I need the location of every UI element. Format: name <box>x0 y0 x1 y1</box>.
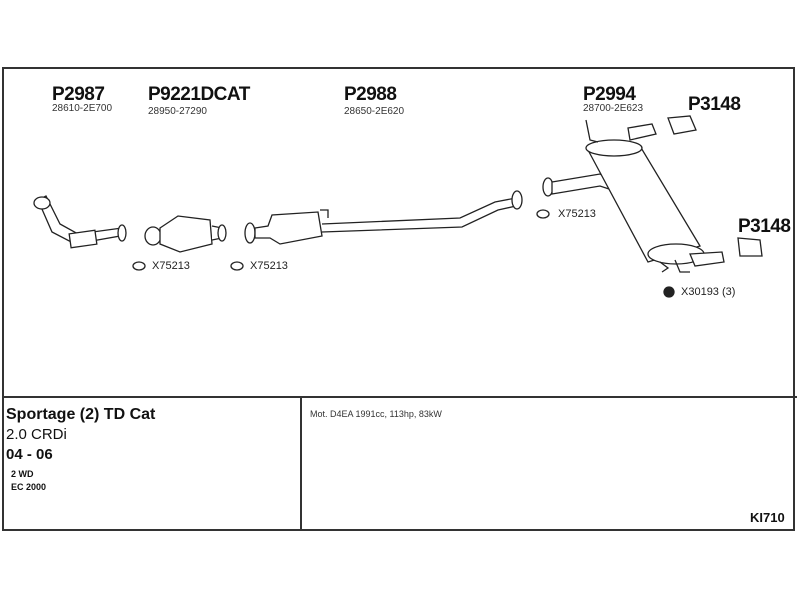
part-number[interactable]: P3148 <box>688 94 741 115</box>
vehicle-engine: 2.0 CRDi <box>6 426 67 443</box>
front-pipe-drawing <box>33 195 127 249</box>
clamp-icon <box>663 286 675 298</box>
accessory-label[interactable]: X75213 <box>250 260 288 272</box>
accessory-label[interactable]: X30193 (3) <box>681 286 736 298</box>
divider <box>300 397 302 531</box>
vehicle-years: 04 - 06 <box>6 446 53 463</box>
rubber-mount-drawing <box>667 115 763 257</box>
oe-number: 28700-2E623 <box>583 103 644 114</box>
part-number[interactable]: P2994 <box>583 84 636 105</box>
diagram-frame <box>2 67 795 531</box>
diagram-code: KI710 <box>750 510 785 525</box>
oe-number: 28610-2E700 <box>52 103 113 114</box>
oe-number: 28650-2E620 <box>344 106 405 117</box>
catalytic-converter-drawing <box>144 215 227 253</box>
part-number[interactable]: P3148 <box>738 216 791 237</box>
accessory-label[interactable]: X75213 <box>152 260 190 272</box>
vehicle-model: Sportage (2) TD Cat <box>6 406 156 423</box>
part-number[interactable]: P2987 <box>52 84 105 105</box>
gasket-icons <box>132 209 550 271</box>
divider <box>2 396 797 398</box>
part-number[interactable]: P9221DCAT <box>148 84 250 105</box>
motor-info: Mot. D4EA 1991cc, 113hp, 83kW <box>310 409 442 419</box>
vehicle-emission: EC 2000 <box>11 482 47 492</box>
middle-pipe-drawing <box>244 190 523 245</box>
oe-number: 28950-27290 <box>148 106 207 117</box>
vehicle-drive: 2 WD <box>11 469 34 479</box>
accessory-label[interactable]: X75213 <box>558 208 596 220</box>
part-number[interactable]: P2988 <box>344 84 397 105</box>
rear-silencer-drawing <box>542 119 725 273</box>
